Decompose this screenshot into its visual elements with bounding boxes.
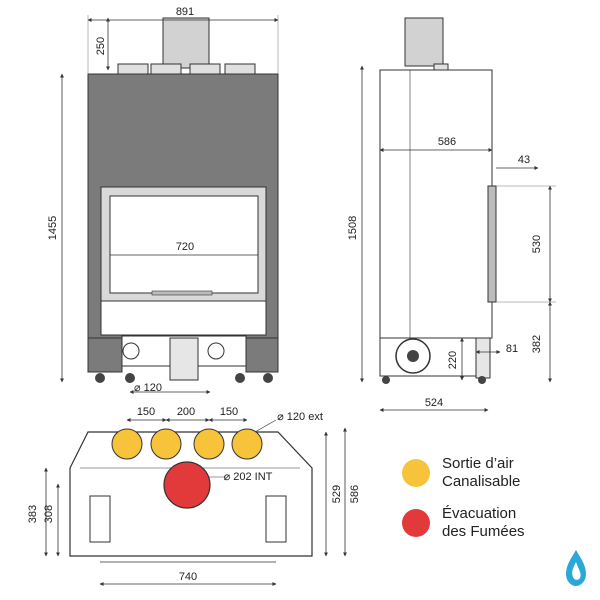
front-leg-right [245,337,279,373]
side-view: 1508 586 43 530 382 220 81 524 [347,17,556,412]
flue-outlet [163,461,211,509]
top-depth-b-label: 308 [43,505,55,523]
glass-width-label: 720 [176,241,194,253]
side-depth-label: 586 [438,136,456,148]
air-outlet-3 [193,428,225,460]
side-body [379,69,493,339]
top-depth-a-label: 383 [27,505,39,523]
side-chimney [404,17,444,67]
side-foot [478,376,486,384]
legend-fumes: Évacuation des Fumées [402,505,592,541]
legend-text-fumes: Évacuation des Fumées [442,505,525,540]
side-fan-hub [407,350,419,362]
top-base-width-label: 740 [179,571,197,583]
air-outlet-2 [150,428,182,460]
side-outlet-offset-label: 81 [506,343,518,355]
legend-canalisable: Sortie d’air Canalisable [402,455,592,491]
front-outlet-label: ⌀ 120 [134,382,162,394]
front-top-cap [117,63,149,75]
front-door-handle [151,290,213,296]
front-top-cap [224,63,256,75]
top-foot-right [265,495,287,543]
front-top-height-label: 250 [95,37,107,55]
front-glass [109,195,259,294]
legend-dot-red [402,509,430,537]
front-leg-left [87,337,123,373]
front-foot [95,373,105,383]
side-total-height-label: 1508 [347,216,359,240]
side-offset-label: 43 [518,154,530,166]
front-width-label: 891 [176,6,194,18]
top-flue-int-label: ⌀ 202 INT [224,471,273,483]
side-lower-height-label: 382 [531,335,543,353]
front-foot [235,373,245,383]
front-top-cap [189,63,221,75]
air-outlet-1 [111,428,143,460]
top-height-a-label: 529 [331,485,343,503]
front-outlet-duct [169,337,199,381]
top-spacing-right-label: 150 [220,406,238,418]
top-height-b-label: 586 [349,485,361,503]
front-foot [263,373,273,383]
front-top-cap [150,63,182,75]
top-spacing-center-label: 200 [177,406,195,418]
front-foot [125,373,135,383]
front-chimney [162,17,210,69]
top-outlet-ext-label: ⌀ 120 ext [277,411,323,423]
legend-text-canalisable: Sortie d’air Canalisable [442,455,521,490]
air-outlet-4 [231,428,263,460]
front-lower-panel [100,300,267,336]
legend-dot-yellow [402,459,430,487]
leader-line [254,419,277,433]
side-base-depth-label: 524 [425,397,443,409]
side-foot [382,376,390,384]
top-view: 150 200 150 ⌀ 120 ext ⌀ 202 INT 529 586 … [27,406,361,586]
flame-drop-icon [566,550,586,586]
front-mechanism-right [207,342,225,360]
side-outlet-height-label: 220 [447,351,459,369]
top-foot-left [89,495,111,543]
front-view: 891 250 1455 720 ⌀ 120 [47,6,279,394]
top-spacing-left-label: 150 [137,406,155,418]
side-outlet [475,337,491,379]
side-door-frame [487,185,497,303]
front-mechanism-left [122,342,140,360]
side-door-height-label: 530 [531,235,543,253]
front-total-height-label: 1455 [47,216,59,240]
